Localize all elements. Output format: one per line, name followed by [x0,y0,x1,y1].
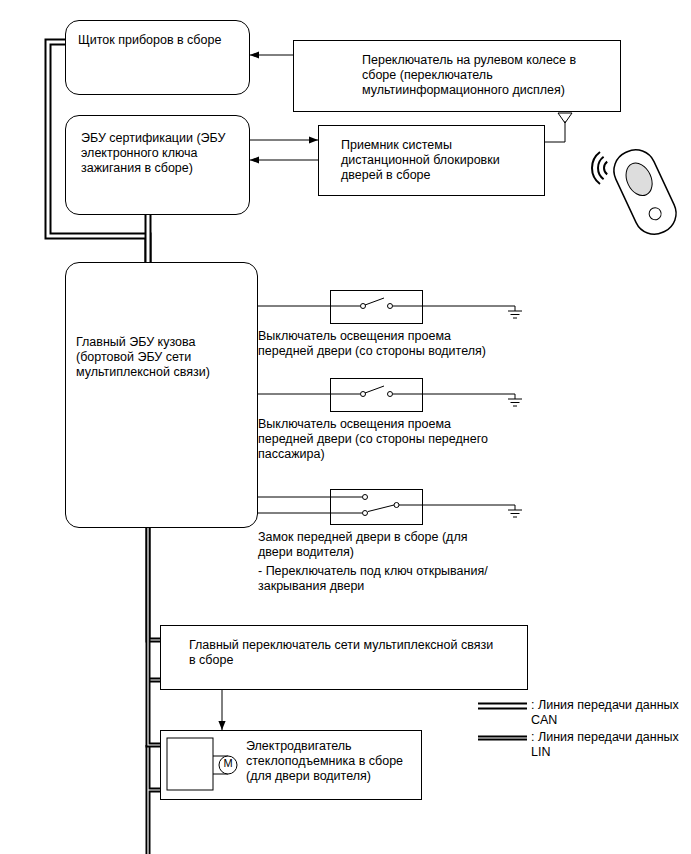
ground-symbol [423,394,522,406]
door-light-switch-box: Выключатель освещения проема передней дв… [330,378,423,412]
node-text: ЭБУ сертификации (ЭБУ электронного ключа… [81,131,246,176]
data-arrow [250,140,318,141]
master-switch-box: Главный переключатель сети мультиплексно… [160,625,528,690]
receiver-box: Приемник системы дистанционной блокировк… [318,125,545,196]
switch-wire [258,513,330,514]
connector-stroke [258,306,330,307]
node-text: Выключатель освещения проема передней дв… [258,417,493,462]
node-text: Электродвигатель стеклоподъемника в сбор… [246,739,418,784]
connector-stroke [250,140,318,141]
node-text: Выключатель освещения проема передней дв… [258,329,493,359]
legend-line [478,705,527,708]
data-arrow [250,55,293,56]
antenna-symbol [558,113,572,123]
legend-text: : Линия передачи данных LIN [531,730,683,760]
connector-stroke [222,690,223,730]
can-bus-line [148,215,149,262]
lin-bus-line [148,528,160,745]
door-light-switch-box: Выключатель освещения проема передней дв… [330,290,423,324]
legend-line [478,703,527,710]
switch-symbol [330,298,423,309]
window-motor-box: Электродвигатель стеклоподъемника в сбор… [160,730,422,800]
node-text: Главный переключатель сети мультиплексно… [189,638,499,668]
signal-arc [592,152,600,184]
switch-wire [258,394,330,395]
legend-sample [478,706,527,707]
node-text: - Переключатель под ключ открывания/закр… [258,564,493,594]
connector-stroke [148,528,160,745]
ground-symbol [423,505,522,517]
certification-ecu-box: ЭБУ сертификации (ЭБУ электронного ключа… [65,115,250,215]
node-text: Переключатель на рулевом колесе в сборе … [362,53,607,98]
door-lock-switch-symbol [330,495,423,516]
connector-stroke [145,215,152,262]
legend-line [478,736,527,741]
node-text: Щиток приборов в сборе [78,33,243,48]
legend-sample [478,738,527,739]
connector-stroke [258,497,330,498]
legend-line [478,737,527,738]
door-lock-box: Замок передней двери в сборе (для двери … [330,489,423,525]
connector-stroke [258,394,330,395]
steering-switch-box: Переключатель на рулевом колесе в сборе … [293,40,621,112]
node-text: Замок передней двери в сборе (для двери … [258,530,493,560]
signal-arc [598,157,604,179]
switch-wire [258,306,330,307]
connector-stroke [148,528,160,745]
connector-stroke [250,160,318,161]
key-fob [607,143,682,241]
main-body-ecu-box: Главный ЭБУ кузова (бортовой ЭБУ сети му… [65,262,258,528]
data-arrow [250,160,318,161]
switch-symbol [330,386,423,397]
ground-symbol [423,306,522,318]
control-arrow [222,690,223,730]
connector-stroke [147,215,150,262]
switch-wire [258,497,330,498]
signal-arc [604,162,607,175]
motor-letter: M [219,757,237,770]
connector-stroke [250,55,293,56]
node-text: Приемник системы дистанционной блокировк… [341,138,541,183]
legend-text: : Линия передачи данных CAN [531,698,683,728]
motor-symbol [167,738,237,790]
instrument-cluster-box: Щиток приборов в сборе [65,20,250,95]
connector-stroke [258,513,330,514]
antenna-wire [545,121,565,142]
node-text: Главный ЭБУ кузова (бортовой ЭБУ сети му… [76,335,254,380]
